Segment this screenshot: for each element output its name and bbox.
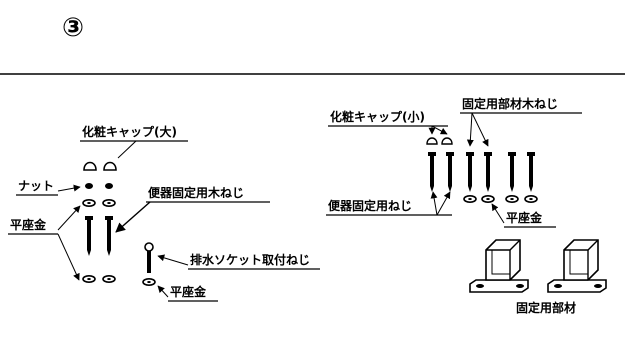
wood-screw-icon [105, 216, 113, 256]
decorative-cap-large-icon [103, 161, 117, 171]
flat-washer-icon [524, 195, 538, 203]
label-flat-washer-right: 平座金 [506, 210, 543, 225]
leader-cap-large [117, 140, 137, 159]
toilet-fixing-screw-icon [428, 152, 436, 192]
label-cap-small: 化粧キャップ(小) [330, 109, 425, 124]
wood-screw-icon [527, 152, 535, 192]
fixing-member-bracket-icon [469, 239, 529, 293]
flat-washer-icon [505, 195, 519, 203]
toilet-fixing-screw-icon [446, 152, 454, 192]
leader-flat-washer-right [491, 203, 505, 224]
step-number: ③ [62, 13, 84, 43]
nut-icon [85, 183, 93, 189]
flat-washer-icon [102, 199, 116, 207]
leader-flat-washer-top-1 [57, 205, 81, 231]
flat-washer-icon [102, 274, 116, 284]
right-panel: 化粧キャップ(小) 固定用部材木ねじ 便器固定用ねじ 平座金 [326, 96, 607, 315]
decorative-cap-large-icon [83, 161, 97, 171]
drain-socket-screw-head-icon [144, 242, 154, 252]
leader-flat-washer-bottom [157, 285, 169, 298]
label-nut: ナット [18, 179, 54, 193]
leader-drain-socket-screw [157, 254, 189, 266]
leader-fixing-member-wood-screw-1 [466, 112, 474, 147]
fixing-member-bracket-icon [547, 239, 607, 293]
label-toilet-fixing-screw: 便器固定用ねじ [328, 198, 412, 213]
leader-cap-small-2 [431, 125, 448, 135]
label-cap-large: 化粧キャップ(大) [82, 124, 177, 139]
leader-toilet-fixing-wood-screw [115, 201, 151, 233]
wood-screw-icon [508, 152, 516, 192]
flat-washer-icon [82, 274, 96, 284]
leader-flat-washer-top-2 [57, 233, 80, 281]
decorative-cap-small-icon [426, 137, 438, 145]
wood-screw-icon [484, 152, 492, 192]
wood-screw-icon [466, 152, 474, 192]
label-fixing-member: 固定用部材 [516, 300, 576, 315]
flat-washer-icon [481, 195, 495, 203]
flat-washer-icon [142, 277, 156, 287]
label-flat-washer-bottom: 平座金 [170, 284, 207, 299]
leader-nut [57, 184, 81, 192]
label-toilet-fixing-wood-screw: 便器固定用木ねじ [148, 185, 244, 200]
label-fixing-member-wood-screw: 固定用部材木ねじ [462, 96, 558, 111]
label-drain-socket-screw: 排水ソケット取付ねじ [190, 252, 310, 267]
label-flat-washer-top: 平座金 [10, 217, 47, 232]
left-panel: 化粧キャップ(大) ナット 便器固定用木ねじ 平座金 [8, 124, 320, 302]
flat-washer-icon [82, 199, 96, 207]
decorative-cap-small-icon [441, 137, 453, 145]
flat-washer-icon [463, 195, 477, 203]
leader-toilet-fixing-screw-2 [436, 191, 451, 216]
nut-icon [105, 183, 113, 189]
drain-socket-screw-shaft-icon [147, 251, 151, 273]
leader-toilet-fixing-screw-1 [430, 191, 438, 216]
leader-fixing-member-wood-screw-2 [471, 112, 489, 147]
wood-screw-icon [85, 216, 93, 256]
